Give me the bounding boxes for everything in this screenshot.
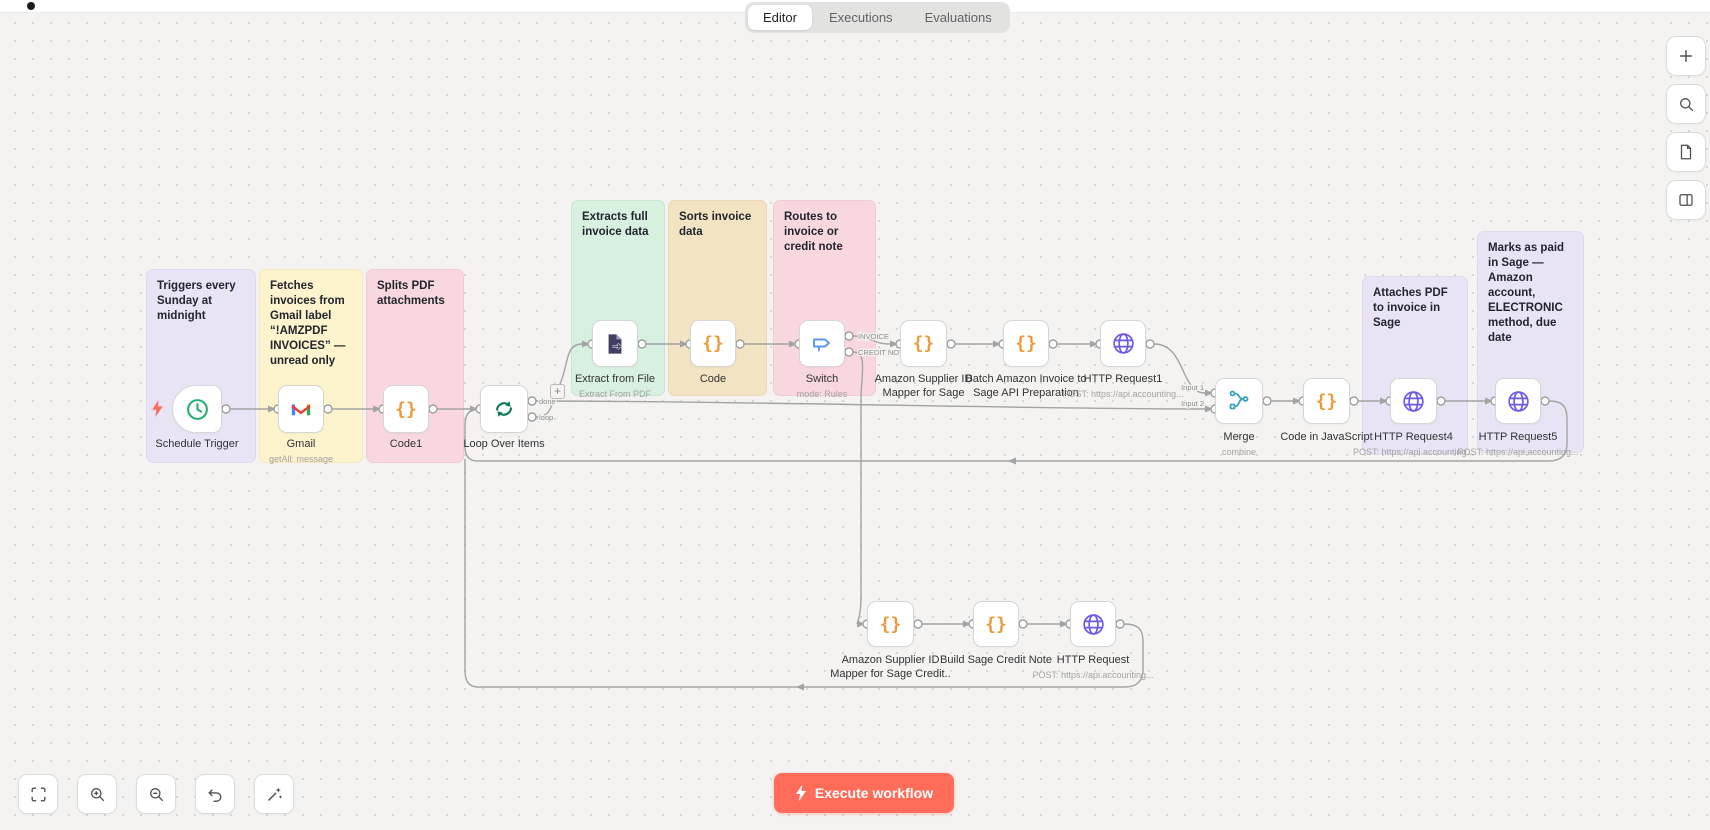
node-code-in-javascript[interactable]: {} Code in JavaScript [1280,378,1373,443]
bolt-icon [795,785,806,801]
port-label-loop: loop [539,413,553,422]
code-icon: {} [912,333,935,354]
tab-executions[interactable]: Executions [828,10,893,25]
port-label-credit-note: CREDIT NOTE [858,348,909,357]
fit-view-icon [30,786,46,802]
node-ports [221,331,1550,629]
loop-icon [495,401,513,417]
sticky-note-text: Attaches PDF to invoice in Sage [1373,287,1448,329]
globe-icon [1403,390,1424,412]
tidy-workflow-button[interactable] [254,774,294,814]
search-icon [1679,97,1693,111]
node-code1[interactable]: {} Code1 [383,385,429,450]
port-label-done: done [539,397,556,406]
execute-workflow-button[interactable]: Execute workflow [774,773,954,813]
globe-icon [1082,613,1104,635]
template-button[interactable] [1666,132,1706,172]
tab-editor[interactable]: Editor [748,5,812,30]
globe-icon [1112,333,1134,354]
zoom-out-button[interactable] [136,774,176,814]
undo-button[interactable] [195,774,235,814]
code-icon: {} [1315,390,1338,412]
sticky-note-text: Sorts invoice data [679,211,752,238]
plus-icon [1680,50,1692,62]
tidy-wand-icon [267,787,282,801]
recording-dot [27,2,35,10]
sticky-note-text: Marks as paid in Sage — Amazon account, … [1488,242,1565,344]
panel-toggle-icon [1679,194,1693,206]
trigger-bolt-icon [152,400,163,417]
undo-icon [207,788,221,802]
code-icon: {} [702,333,724,354]
code-icon: {} [985,613,1007,635]
node-loop-over-items[interactable]: Loop Over Items [463,385,545,450]
node-build-sage-credit-note[interactable]: {} Build Sage Credit Note [940,601,1052,666]
node-batch-amazon-invoice[interactable]: {} Batch Amazon Invoice to Sage API Prep… [965,320,1087,399]
sticky-note-text: Extracts full invoice data [582,211,649,238]
gmail-icon [291,404,311,416]
panel-toggle-button[interactable] [1666,180,1706,220]
sticky-note-text: Triggers every Sunday at midnight [157,280,236,322]
zoom-in-button[interactable] [77,774,117,814]
zoom-out-icon [149,787,163,801]
code-icon: {} [1015,333,1037,354]
search-button[interactable] [1666,84,1706,124]
file-icon [1680,144,1692,160]
port-labels: done loop INVOICE CREDIT NOTE Input 1 In… [538,331,1206,424]
sticky-note-text: Routes to invoice or credit note [784,211,843,253]
sticky-note-text: Splits PDF attachments [377,280,445,307]
sticky-note-text: Fetches invoices from Gmail label “!AMZP… [270,280,346,367]
zoom-in-icon [90,787,104,801]
view-tabs: Editor Executions Evaluations [745,2,1010,33]
clock-icon [186,398,208,420]
globe-icon [1507,390,1529,412]
add-node-on-connection-button[interactable]: + [550,384,565,399]
port-label-input2: Input 2 [1181,399,1204,408]
node-amazon-supplier-id-mapper[interactable]: {} Amazon Supplier ID Mapper for Sage [875,320,972,399]
node-amazon-supplier-id-mapper-credit[interactable]: {} Amazon Supplier ID Mapper for Sage Cr… [830,601,951,680]
sticky-note-attach[interactable]: Attaches PDF to invoice in Sage [1362,276,1468,454]
switch-icon [813,338,830,351]
sticky-note-split[interactable]: Splits PDF attachments [366,269,464,463]
tab-evaluations[interactable]: Evaluations [924,10,992,25]
port-label-input1: Input 1 [1181,383,1204,392]
code-icon: {} [395,398,417,420]
file-export-icon [608,333,622,354]
execute-workflow-label: Execute workflow [814,785,934,801]
port-label-invoice: INVOICE [858,332,889,341]
node-schedule-trigger[interactable]: Schedule Trigger [155,385,239,450]
code-icon: {} [879,613,902,635]
wire-arrowheads [268,340,1493,691]
sticky-note-gmail[interactable]: Fetches invoices from Gmail label “!AMZP… [259,269,363,463]
merge-icon [1229,390,1249,410]
node-code[interactable]: {} Code [690,320,736,385]
add-node-button[interactable] [1666,36,1706,76]
fit-view-button[interactable] [18,774,58,814]
